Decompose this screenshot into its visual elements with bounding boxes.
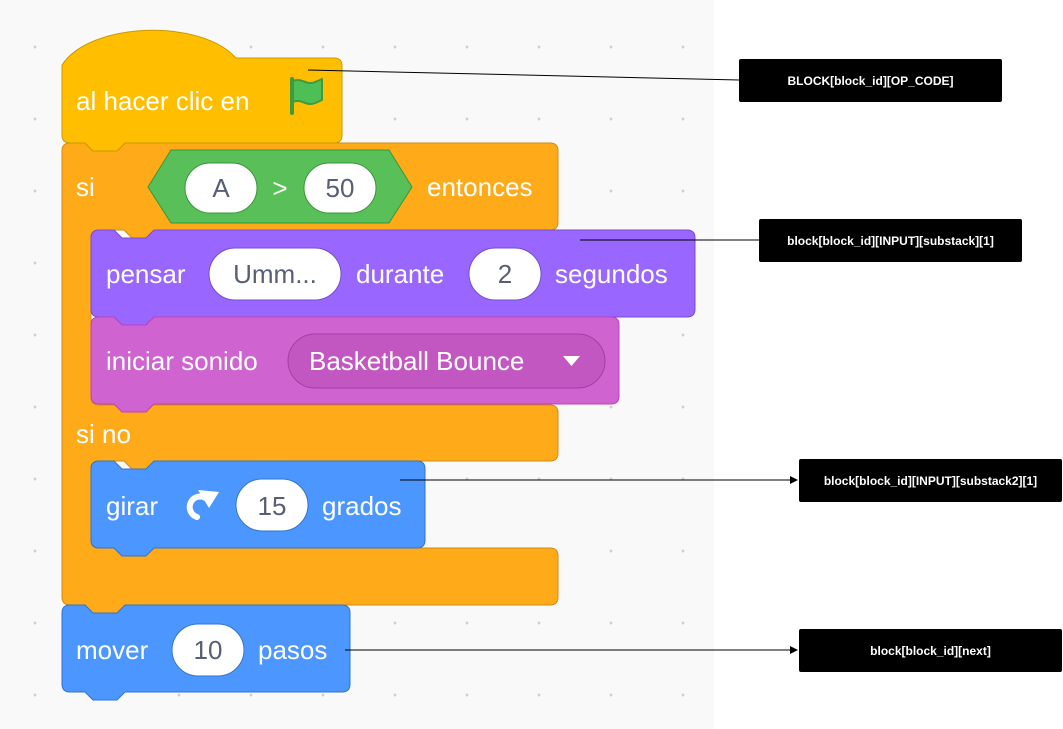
think-message-input[interactable]: [208, 247, 342, 301]
then-label: entonces: [427, 172, 533, 202]
turn-degrees-input[interactable]: [235, 478, 309, 532]
annotation-opcode: BLOCK[block_id][OP_CODE]: [739, 59, 1002, 102]
turn-right-block[interactable]: girar 15 grados: [90, 460, 426, 557]
think-during-label: durante: [356, 259, 444, 289]
annotation-substack: block[block_id][INPUT][substack][1]: [759, 219, 1022, 262]
turn-degrees-value: 15: [258, 491, 287, 521]
hat-block-body: [61, 29, 343, 152]
if-label: si: [76, 172, 95, 202]
annotation-next: block[block_id][next]: [799, 629, 1062, 672]
if-else-block[interactable]: si A > 50 entonces si no: [61, 142, 559, 614]
think-seconds-unit: segundos: [555, 259, 668, 289]
when-flag-clicked-block[interactable]: al hacer clic en: [61, 29, 343, 152]
hat-block-label: al hacer clic en: [76, 86, 249, 116]
move-steps-input[interactable]: [171, 623, 245, 677]
think-for-secs-block[interactable]: pensar Umm... durante 2 segundos: [90, 229, 696, 326]
think-label: pensar: [106, 259, 186, 289]
move-steps-unit: pasos: [258, 635, 327, 665]
turn-degrees-unit: grados: [322, 491, 402, 521]
condition-left-value: A: [212, 173, 230, 203]
move-steps-block[interactable]: mover 10 pasos: [61, 604, 351, 701]
condition-operator: >: [272, 173, 287, 203]
condition-right-input[interactable]: [303, 162, 377, 214]
start-sound-block[interactable]: iniciar sonido Basketball Bounce: [90, 316, 620, 413]
sound-dropdown[interactable]: [287, 333, 606, 389]
think-seconds-value: 2: [498, 259, 512, 289]
condition-right-value: 50: [326, 173, 355, 203]
think-seconds-input[interactable]: [468, 247, 542, 301]
greater-than-condition[interactable]: A > 50: [147, 149, 413, 224]
annotation-line-opcode: [307, 69, 740, 81]
turn-label: girar: [106, 491, 158, 521]
sound-label: iniciar sonido: [106, 346, 258, 376]
move-label: mover: [76, 635, 149, 665]
dropdown-caret-icon[interactable]: [563, 356, 580, 366]
condition-left-input[interactable]: [184, 162, 258, 214]
move-steps-value: 10: [194, 635, 223, 665]
turn-right-icon: [186, 490, 219, 520]
annotation-substack2: block[block_id][INPUT][substack2][1]: [799, 459, 1062, 502]
think-message-value: Umm...: [233, 259, 317, 289]
sound-name-value: Basketball Bounce: [309, 346, 524, 376]
else-label: si no: [76, 419, 131, 449]
green-flag-icon: [290, 77, 323, 115]
